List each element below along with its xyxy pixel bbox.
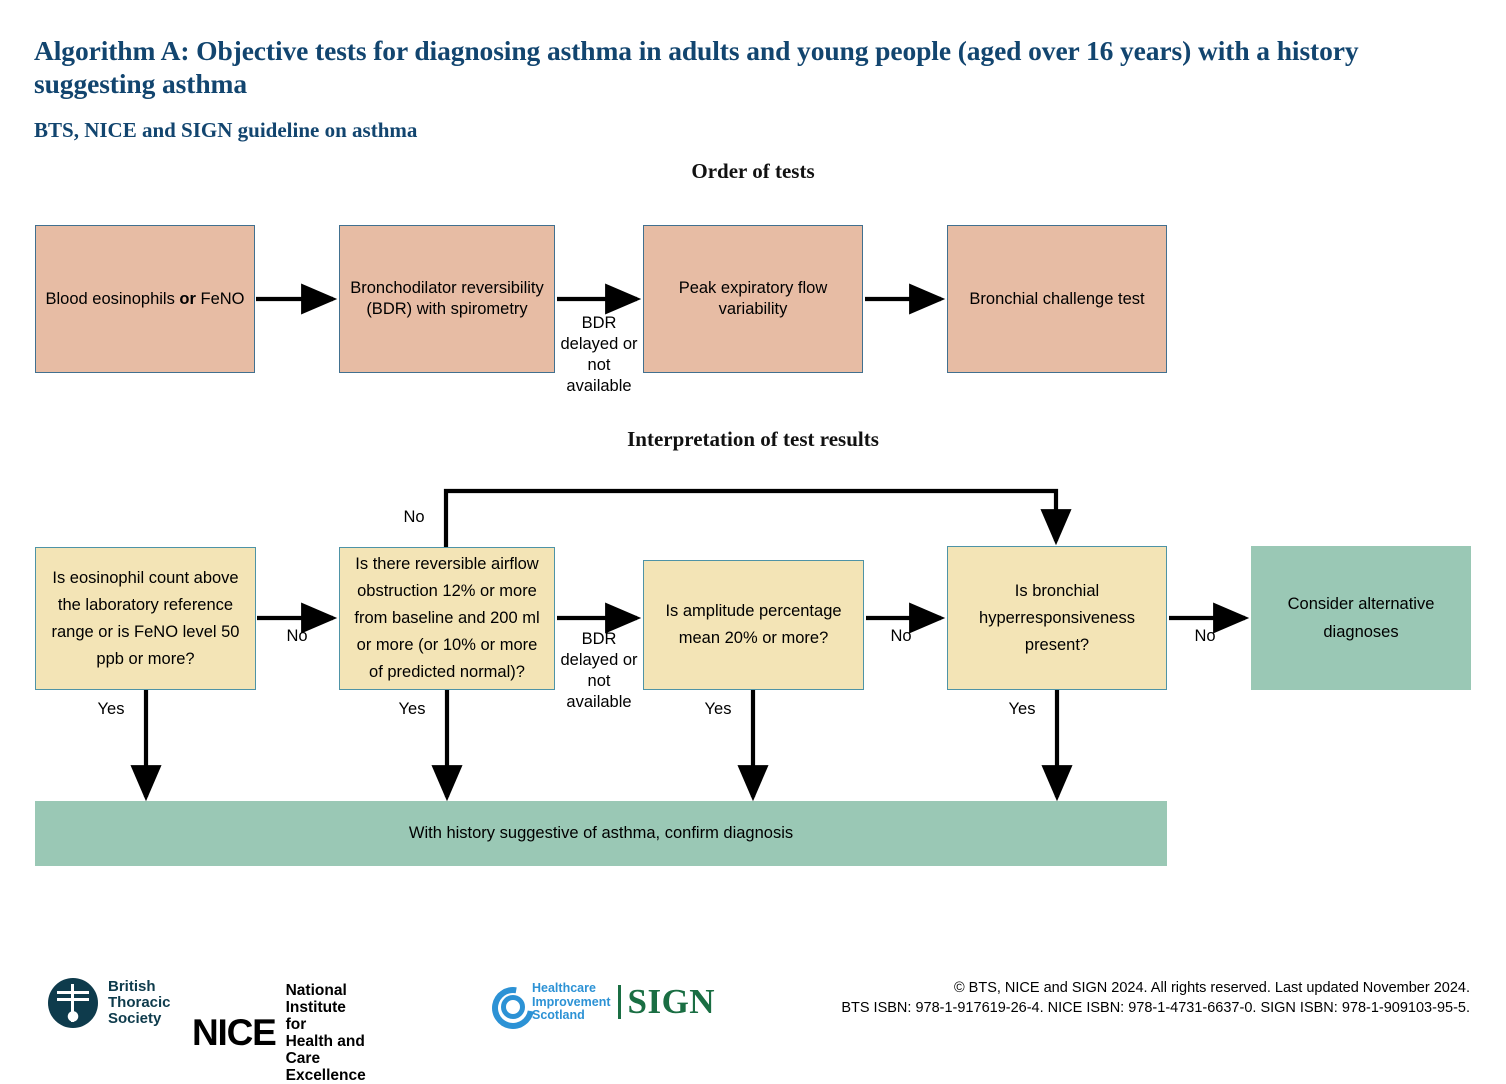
test-box-blood-eosinophils-label: Blood eosinophils or FeNO (45, 289, 245, 308)
decision-box-bronchial-hyperresponsiveness: Is bronchial hyperresponsiveness present… (947, 546, 1167, 690)
edge-label-yes-1: Yes (97, 700, 125, 718)
sign-wordmark: SIGN (627, 982, 716, 1022)
bts-logo-line-2: Thoracic (108, 994, 171, 1011)
copyright-line-1: © BTS, NICE and SIGN 2024. All rights re… (953, 980, 1470, 996)
decision-box-eosinophil-feno-label: Is eosinophil count above the laboratory… (51, 568, 240, 668)
nice-logo-line-2: Health and Care Excellence (285, 1033, 366, 1084)
page-title: Algorithm A: Objective tests for diagnos… (34, 35, 1359, 99)
outcome-box-alternative-diagnoses: Consider alternative diagnoses (1251, 546, 1471, 690)
bts-logo-line-1: British (108, 978, 156, 995)
healthcare-improvement-scotland-icon (492, 985, 526, 1020)
nice-logo-line-1: National Institute for (285, 982, 347, 1033)
nice-logo-text: National Institute for Health and Care E… (286, 982, 366, 1084)
edge-label-no-3: No (890, 627, 912, 645)
edge-label-yes-4: Yes (1008, 700, 1036, 718)
edge-label-no-4: No (1194, 627, 1216, 645)
outcome-bar-confirm-diagnosis: With history suggestive of asthma, confi… (35, 801, 1167, 866)
section-heading-interpretation: Interpretation of test results (627, 427, 879, 451)
edge-label-bdr-delayed-bottom: BDR delayed or not available (560, 630, 638, 711)
decision-box-reversible-airflow-obstruction-label: Is there reversible airflow obstruction … (354, 555, 540, 681)
nice-wordmark: NICE (192, 1012, 277, 1053)
arrow-no-loop (443, 488, 1072, 547)
edge-label-yes-2: Yes (398, 700, 426, 718)
nice-logo: NICE National Institute for Health and C… (192, 982, 366, 1084)
his-logo-line-1: Healthcare (532, 981, 596, 995)
edge-label-bdr-delayed-top: BDR delayed or not available (560, 314, 638, 395)
test-box-bronchial-challenge: Bronchial challenge test (947, 225, 1167, 373)
test-box-bronchodilator-reversibility: Bronchodilator reversibility (BDR) with … (339, 225, 555, 373)
section-heading-order-of-tests: Order of tests (691, 159, 815, 183)
copyright-line-2: BTS ISBN: 978-1-917619-26-4. NICE ISBN: … (841, 1000, 1470, 1016)
outcome-bar-confirm-diagnosis-label: With history suggestive of asthma, confi… (408, 824, 794, 842)
edge-label-no-loop: No (403, 508, 425, 526)
decision-box-amplitude-percentage: Is amplitude percentage mean 20% or more… (643, 560, 864, 690)
his-logo-text: Healthcare Improvement Scotland (532, 981, 611, 1023)
edge-label-yes-3: Yes (704, 700, 732, 718)
decision-box-amplitude-percentage-label: Is amplitude percentage mean 20% or more… (665, 602, 842, 647)
sign-divider (617, 985, 621, 1020)
test-box-peak-expiratory-flow-label: Peak expiratory flow variability (678, 279, 828, 318)
test-box-blood-eosinophils: Blood eosinophils or FeNO (35, 225, 255, 373)
test-box-peak-expiratory-flow: Peak expiratory flow variability (643, 225, 863, 373)
test-box-bronchial-challenge-label: Bronchial challenge test (969, 289, 1145, 308)
his-logo-line-3: Scotland (532, 1008, 585, 1022)
decision-box-reversible-airflow-obstruction: Is there reversible airflow obstruction … (339, 547, 555, 690)
bts-logo: British Thoracic Society (48, 978, 171, 1028)
decision-box-eosinophil-feno: Is eosinophil count above the laboratory… (35, 547, 256, 690)
outcome-box-alternative-diagnoses-label: Consider alternative diagnoses (1287, 595, 1435, 641)
bts-logo-line-3: Society (108, 1010, 162, 1027)
copyright-block: © BTS, NICE and SIGN 2024. All rights re… (710, 978, 1470, 1018)
bts-emblem-icon (48, 978, 98, 1028)
decision-box-bronchial-hyperresponsiveness-label: Is bronchial hyperresponsiveness present… (979, 581, 1135, 654)
test-box-bronchodilator-reversibility-label: Bronchodilator reversibility (BDR) with … (350, 279, 544, 318)
edge-label-no-1: No (286, 627, 308, 645)
page-subtitle: BTS, NICE and SIGN guideline on asthma (34, 118, 418, 142)
sign-logo: Healthcare Improvement Scotland SIGN (492, 981, 716, 1023)
bts-logo-text: British Thoracic Society (108, 979, 171, 1027)
his-logo-line-2: Improvement (532, 994, 611, 1009)
